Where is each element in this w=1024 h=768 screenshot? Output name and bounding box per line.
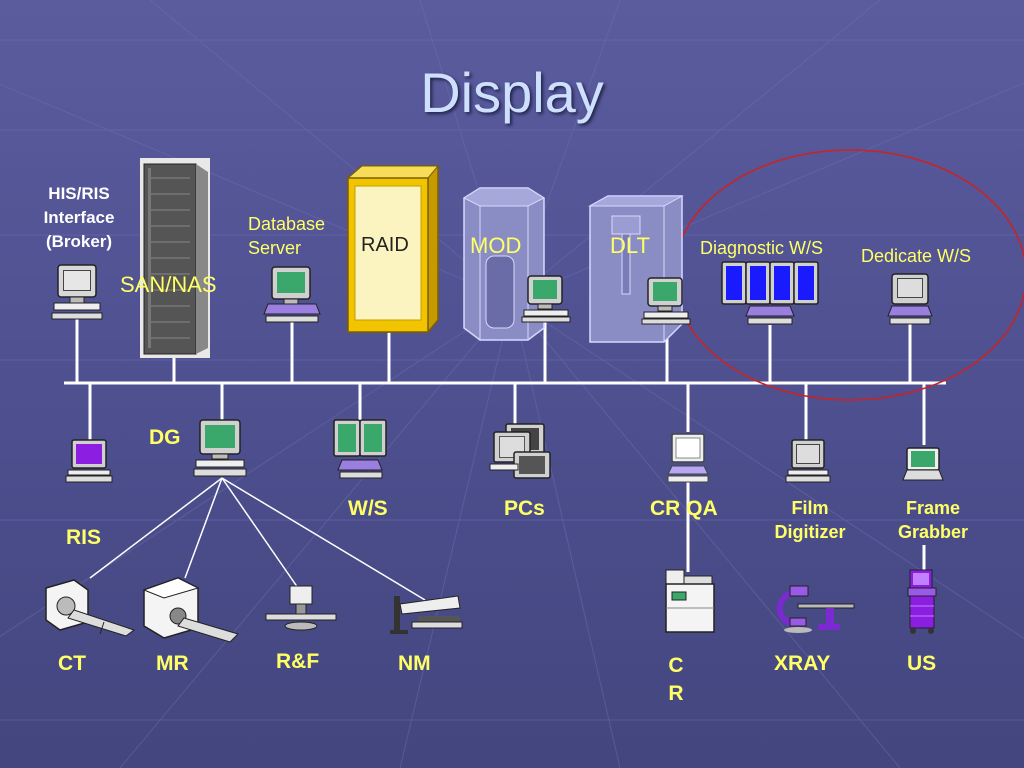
cr-label: C R bbox=[668, 654, 684, 705]
san-nas-label: SAN/NAS bbox=[120, 272, 217, 297]
us-ultrasound-cart-icon bbox=[907, 569, 937, 634]
frame-grabber-laptop-icon bbox=[902, 447, 944, 481]
ris-terminal-icon bbox=[65, 439, 113, 483]
pcs-label: PCs bbox=[504, 497, 545, 520]
cr-reader-icon bbox=[665, 569, 715, 633]
ris-label: RIS bbox=[66, 526, 102, 549]
page-title: Display bbox=[420, 61, 604, 124]
ct-scanner-icon bbox=[45, 579, 136, 637]
pcs-computers-icon bbox=[489, 423, 551, 479]
cr-qa-label: CR QA bbox=[650, 497, 718, 520]
xray-label: XRAY bbox=[774, 652, 831, 675]
ws-label: W/S bbox=[348, 497, 388, 520]
diagnostic-workstation-icon bbox=[721, 261, 819, 325]
san-nas-rack-icon bbox=[140, 158, 210, 358]
us-label: US bbox=[907, 652, 937, 675]
dg-label: DG bbox=[149, 426, 181, 449]
nm-gamma-camera-icon bbox=[390, 595, 463, 634]
dg-gateway-computer-icon bbox=[193, 419, 247, 477]
raid-label: RAID bbox=[361, 234, 409, 256]
film-digitizer-label: Film Digitizer bbox=[774, 498, 846, 542]
database-server-computer-icon bbox=[263, 266, 321, 323]
frame-grabber-label: Frame Grabber bbox=[897, 498, 969, 542]
dlt-workstation-icon bbox=[641, 277, 691, 325]
nm-label: NM bbox=[398, 652, 431, 675]
rf-label: R&F bbox=[276, 650, 320, 673]
ws-dual-monitor-icon bbox=[333, 419, 387, 479]
cr-qa-workstation-icon bbox=[667, 433, 709, 483]
mr-label: MR bbox=[156, 652, 189, 675]
mod-workstation-icon bbox=[521, 275, 571, 323]
mr-scanner-icon bbox=[142, 577, 239, 643]
ct-label: CT bbox=[58, 652, 86, 675]
dedicate-workstation-icon bbox=[887, 273, 933, 325]
database-server-label: Database Server bbox=[248, 214, 326, 258]
rf-fluoroscopy-icon bbox=[265, 585, 337, 631]
mod-optical-jukebox-icon bbox=[462, 187, 546, 341]
dedicate-ws-label: Dedicate W/S bbox=[861, 246, 972, 266]
xray-c-arm-icon bbox=[776, 585, 855, 633]
dlt-label: DLT bbox=[610, 233, 650, 258]
mod-label: MOD bbox=[470, 233, 522, 258]
diagnostic-ws-label: Diagnostic W/S bbox=[700, 238, 824, 258]
film-digitizer-icon bbox=[785, 439, 831, 483]
his-ris-broker-computer-icon bbox=[51, 264, 103, 320]
raid-storage-icon bbox=[346, 165, 440, 333]
his-ris-broker-label: HIS/RIS Interface (Broker) bbox=[43, 184, 115, 251]
